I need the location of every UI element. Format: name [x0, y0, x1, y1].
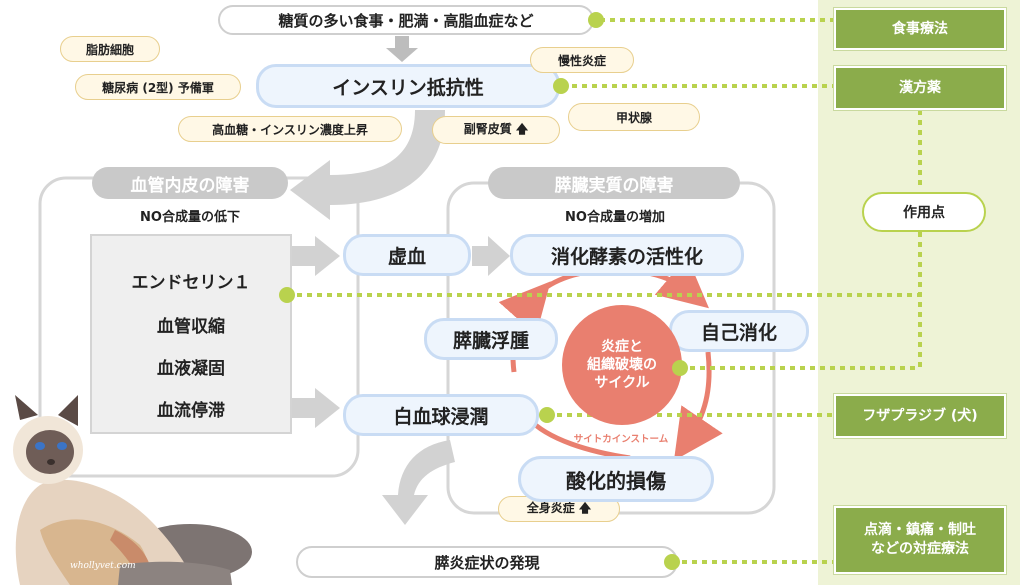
action-point-label: 作用点 — [862, 192, 986, 232]
factor-vasoconstriction: 血管収縮 — [157, 317, 225, 337]
watermark: whollyvet.com — [70, 561, 136, 571]
factor-coagulation: 血液凝固 — [157, 359, 225, 379]
node-enzyme-activation: 消化酵素の活性化 — [510, 234, 744, 276]
symptoms-pill: 膵炎症状の発現 — [296, 546, 678, 578]
node-oxidative-damage: 酸化的損傷 — [518, 456, 714, 502]
dot-symptoms — [664, 554, 680, 570]
cause-down-arrow — [386, 36, 418, 62]
note-adrenal: 副腎皮質 🡅 — [432, 116, 560, 144]
note-hyperglycemia: 高血糖・インスリン濃度上昇 — [178, 116, 402, 142]
treatment-diet: 食事療法 — [834, 8, 1006, 50]
treatment-symptomatic: 点滴・鎮痛・制吐 などの対症療法 — [834, 506, 1006, 574]
ischemia-to-enzyme-arrow — [472, 236, 510, 276]
note-thyroid: 甲状腺 — [568, 103, 700, 131]
note-diabetes: 糖尿病 (2型) 予備軍 — [75, 74, 241, 100]
dot-endothelin — [279, 287, 295, 303]
pancreas-caption: NO合成量の増加 — [565, 210, 665, 225]
node-leukocyte-infiltration: 白血球浸潤 — [343, 394, 539, 436]
cat-illustration: whollyvet.com — [13, 395, 252, 585]
cycle-center: 炎症と 組織破壊の サイクル — [562, 305, 682, 425]
note-inflammation: 慢性炎症 — [530, 47, 634, 73]
cause-pill: 糖質の多い食事・肥満・高脂血症など — [218, 5, 594, 35]
cytokine-storm-label: サイトカインストーム — [573, 434, 669, 445]
node-ischemia: 虚血 — [343, 234, 471, 276]
treatment-kampo: 漢方薬 — [834, 66, 1006, 110]
factor-stasis: 血流停滞 — [157, 401, 225, 421]
insulin-resistance-node: インスリン抵抗性 — [256, 64, 560, 108]
treatment-fuzapladib: フザプラジブ (犬) — [834, 394, 1006, 438]
factor-endothelin: エンドセリン１ — [131, 273, 251, 293]
dot-cycle — [672, 360, 688, 376]
cycle-arrow-right — [673, 351, 723, 461]
vascular-header: 血管内皮の障害 — [92, 167, 288, 199]
vascular-caption: NO合成量の低下 — [140, 210, 240, 225]
vascular-factors-box: エンドセリン１ 血管収縮 血液凝固 血流停滞 — [90, 234, 292, 434]
vascular-to-leukocyte-arrow — [292, 388, 340, 428]
dot-insulin — [553, 78, 569, 94]
node-autodigestion: 自己消化 — [669, 310, 809, 352]
to-symptoms-arrow — [382, 440, 455, 525]
note-adipocyte: 脂肪細胞 — [60, 36, 160, 62]
vascular-to-ischemia-arrow — [292, 236, 340, 276]
dot-leukocyte — [539, 407, 555, 423]
pancreas-header: 膵臓実質の障害 — [488, 167, 740, 199]
dot-cause — [588, 12, 604, 28]
node-pancreatic-edema: 膵臓浮腫 — [424, 318, 558, 360]
insulin-to-vascular-arrow — [290, 110, 445, 220]
